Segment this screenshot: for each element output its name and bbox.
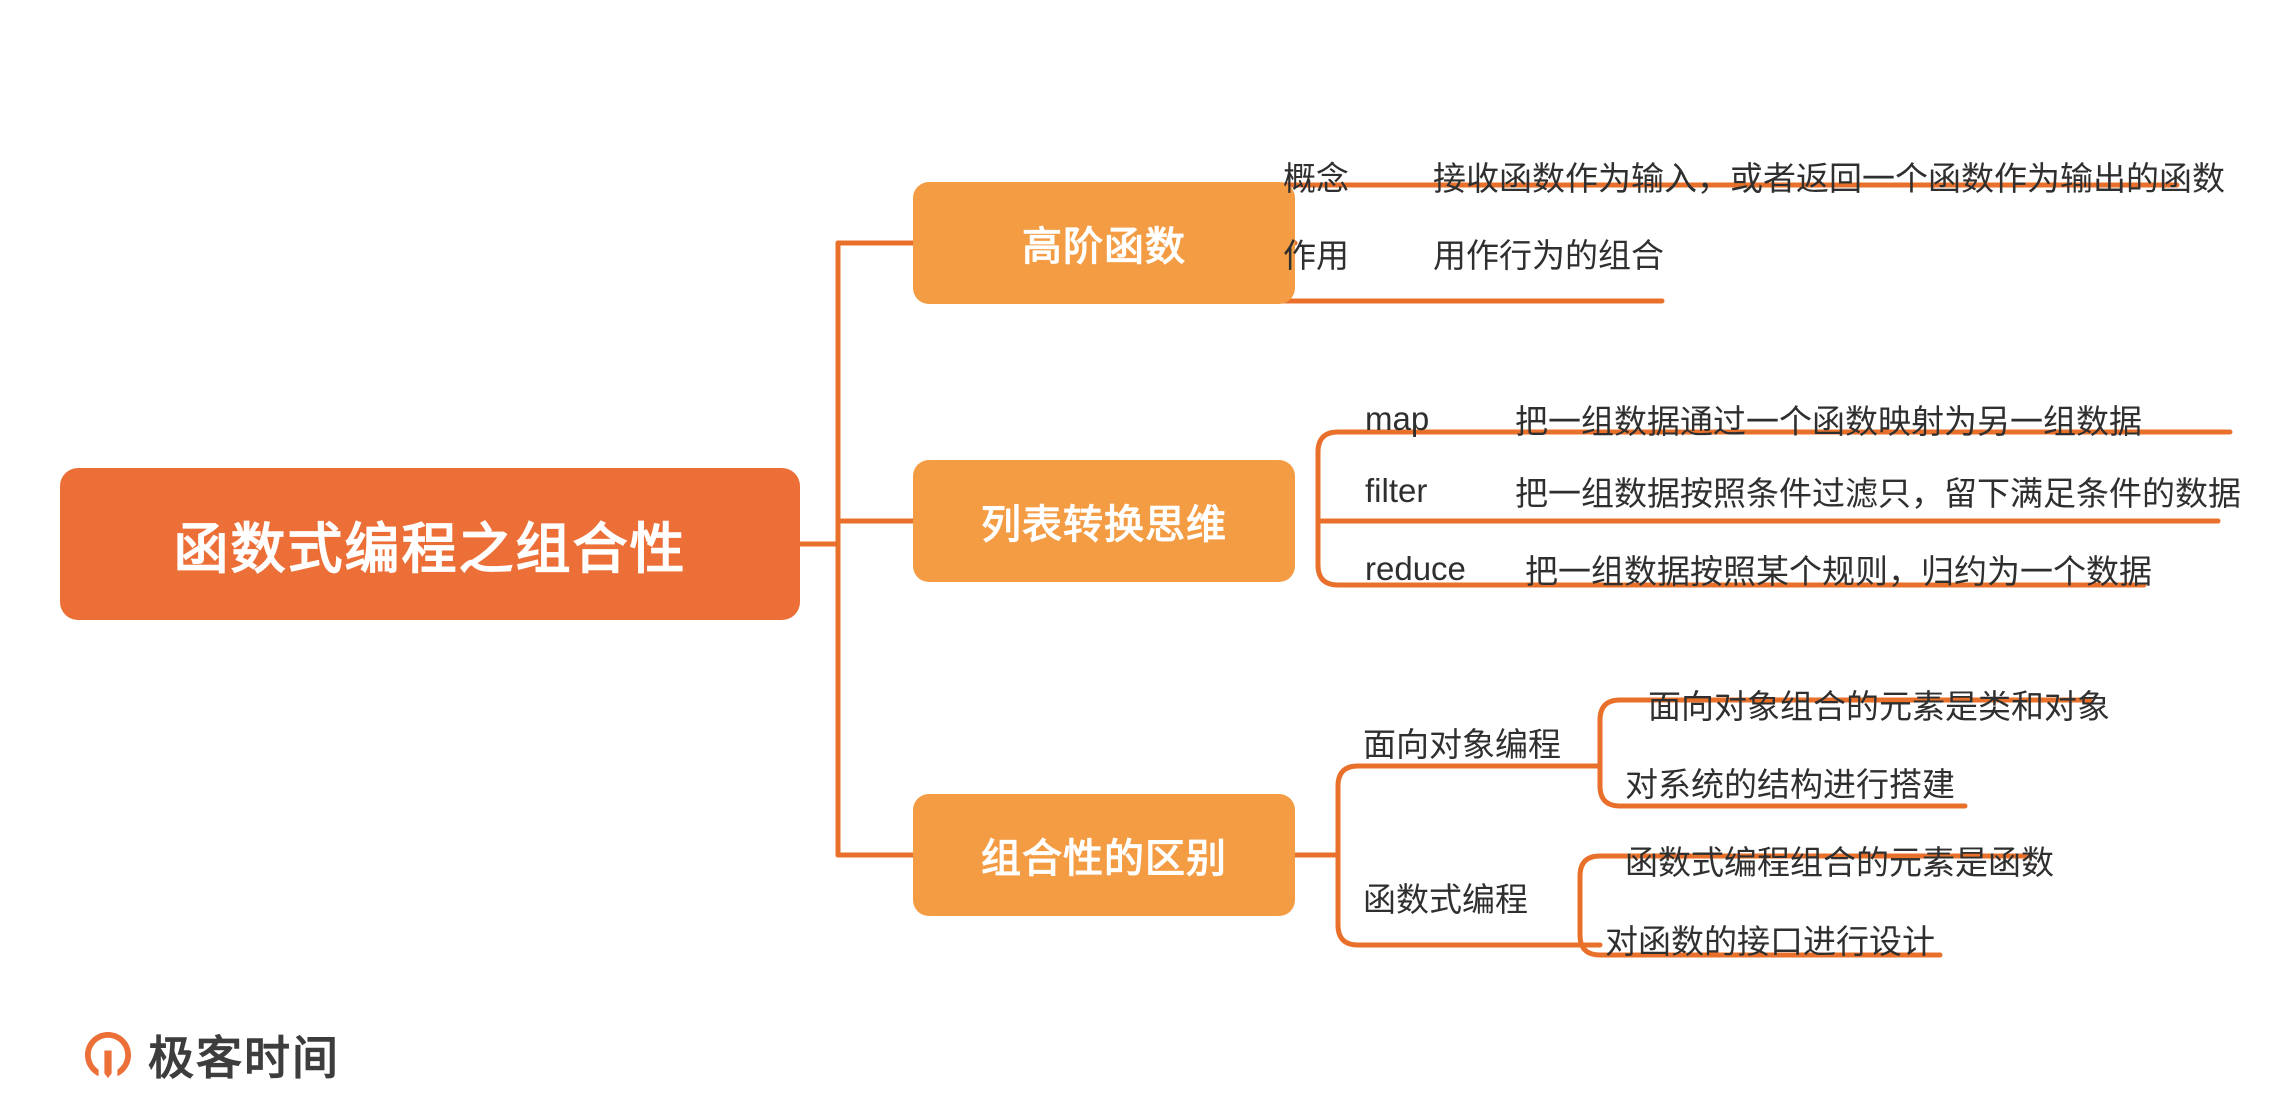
branch-node-label: 组合性的区别 — [981, 837, 1227, 881]
deep-leaf-fp-elements[interactable]: 函数式编程组合的元素是函数 — [1625, 844, 2054, 881]
geektime-circle-icon — [82, 1029, 134, 1081]
leaf-key: reduce — [1365, 550, 1466, 587]
leaf-desc: 把一组数据按照某个规则，归约为一个数据 — [1525, 553, 2152, 590]
deep-leaf-oop-elements[interactable]: 面向对象组合的元素是类和对象 — [1648, 688, 2110, 725]
branch-node-label: 高阶函数 — [1022, 225, 1186, 269]
leaf-row[interactable]: filter 把一组数据按照条件过滤只，留下满足条件的数据 — [1365, 467, 2241, 515]
leaf-row[interactable]: 概念 接收函数作为输入，或者返回一个函数作为输出的函数 — [1283, 152, 2225, 200]
root-node[interactable]: 函数式编程之组合性 — [60, 468, 800, 620]
leaf-desc: 把一组数据通过一个函数映射为另一组数据 — [1515, 403, 2142, 440]
leaf-key: 作用 — [1283, 237, 1349, 274]
leaf-desc: 接收函数作为输入，或者返回一个函数作为输出的函数 — [1433, 160, 2225, 197]
geektime-logo-text: 极客时间 — [148, 1032, 340, 1084]
branch-node-list-transformation[interactable]: 列表转换思维 — [913, 460, 1295, 582]
deep-leaf-oop-structure[interactable]: 对系统的结构进行搭建 — [1625, 766, 1955, 803]
branch-node-composability-difference[interactable]: 组合性的区别 — [913, 794, 1295, 916]
leaf-row[interactable]: 作用 用作行为的组合 — [1283, 229, 1664, 277]
branch-node-label: 列表转换思维 — [981, 503, 1227, 547]
leaf-desc: 把一组数据按照条件过滤只，留下满足条件的数据 — [1515, 475, 2241, 512]
subbranch-label-oop[interactable]: 面向对象编程 — [1363, 726, 1561, 763]
leaf-row[interactable]: map 把一组数据通过一个函数映射为另一组数据 — [1365, 395, 2142, 443]
root-node-label: 函数式编程之组合性 — [173, 518, 687, 580]
geektime-logo: 极客时间 — [82, 1022, 340, 1088]
subbranch-label-fp[interactable]: 函数式编程 — [1363, 881, 1528, 918]
deep-leaf-fp-interface[interactable]: 对函数的接口进行设计 — [1605, 923, 1935, 960]
leaf-desc: 用作行为的组合 — [1433, 237, 1664, 274]
leaf-key: map — [1365, 400, 1430, 437]
leaf-key: 概念 — [1283, 160, 1349, 197]
leaf-key: filter — [1365, 472, 1428, 509]
leaf-row[interactable]: reduce 把一组数据按照某个规则，归约为一个数据 — [1365, 545, 2152, 593]
branch-node-higher-order-function[interactable]: 高阶函数 — [913, 182, 1295, 304]
